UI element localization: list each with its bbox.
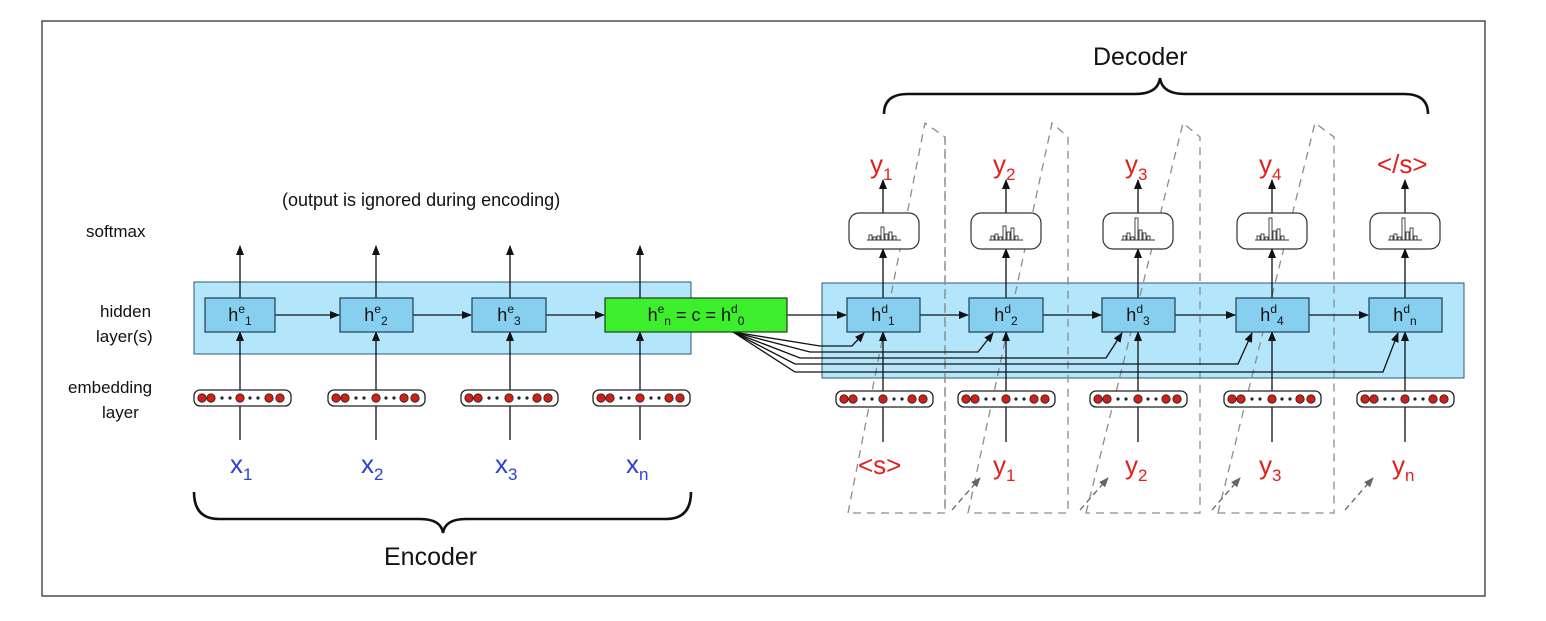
svg-text:he3: he3: [497, 302, 521, 328]
encoder-title: Encoder: [384, 543, 477, 571]
softmax-box: [1369, 212, 1441, 250]
teacher-forcing-guide: [1217, 121, 1335, 514]
embedding-dots-icon: [1223, 390, 1322, 408]
encoder-hidden-cell: he2: [339, 297, 414, 333]
svg-text:he2: he2: [364, 302, 388, 328]
svg-text:hd1: hd1: [871, 302, 895, 328]
curly-brace-icon: [192, 491, 693, 534]
softmax-box: [1236, 212, 1308, 250]
teacher-forcing-guide: [967, 121, 1069, 514]
diagram-frame: [41, 20, 1486, 597]
encoder-input-token: x3: [495, 449, 517, 484]
softmax-histogram-icon: [1121, 217, 1155, 241]
decoder-input-token: <s>: [858, 450, 901, 480]
decoder-title: Decoder: [1093, 43, 1188, 71]
embedding-dots-icon: [327, 389, 426, 407]
softmax-box: [1102, 212, 1174, 250]
svg-text:he1: he1: [228, 302, 252, 328]
embedding-dots-icon: [592, 389, 691, 407]
encoder-hidden-cell: he3: [471, 297, 547, 333]
embedding-dots-icon: [460, 389, 559, 407]
feed-arrows: [951, 477, 1374, 511]
svg-text:hdn: hdn: [1393, 302, 1416, 328]
embedding-dots-icon: [1089, 390, 1188, 408]
softmax-histogram-icon: [989, 225, 1023, 241]
embedding-dots-icon: [193, 389, 292, 407]
softmax-box: [970, 212, 1042, 250]
svg-text:hd4: hd4: [1260, 302, 1284, 328]
embedding-dots-icon: [835, 390, 934, 408]
softmax-label: softmax: [86, 222, 146, 241]
arrow-icon: [732, 331, 865, 347]
decoder-input-token: y1: [993, 450, 1015, 485]
embedding-dots-icon: [957, 390, 1056, 408]
arrow-icon: [1211, 477, 1241, 511]
embedding-label-line1: embedding: [68, 378, 152, 397]
softmax-histogram-icon: [1388, 217, 1422, 241]
decoder-output-token: </s>: [1377, 149, 1428, 179]
decoder-arrows: [879, 179, 1409, 442]
teacher-forcing-guide: [1085, 121, 1201, 514]
embedding-dots-icon: [1356, 390, 1455, 408]
arrow-icon: [951, 477, 981, 511]
encoder-hidden-cell: he1: [204, 297, 276, 333]
hidden-label-line1: hidden: [100, 302, 151, 321]
curly-brace-icon: [882, 77, 1430, 115]
arrow-icon: [732, 331, 1399, 373]
context-vector-cell: hen = c = hd0: [604, 297, 788, 333]
arrow-icon: [732, 331, 1253, 365]
encoder-input-token: x2: [361, 449, 383, 484]
arrow-icon: [1079, 477, 1109, 511]
decoder-hidden-cell: hd1: [846, 297, 921, 333]
softmax-histogram-icon: [1255, 217, 1289, 241]
hidden-label-line2: layer(s): [96, 327, 153, 346]
encoder-arrows: [236, 245, 644, 440]
softmax-histogram-icon: [867, 226, 901, 241]
decoder-input-token: y3: [1259, 450, 1281, 485]
decoder-hidden-cell: hdn: [1368, 297, 1443, 333]
svg-text:hd3: hd3: [1126, 302, 1150, 328]
arrow-icon: [1344, 477, 1374, 511]
decoder-output-token: y1: [870, 149, 892, 184]
teacher-forcing-guides: [847, 121, 1335, 514]
decoder-input-token: yn: [1392, 450, 1414, 485]
encoder-input-token: xn: [626, 449, 648, 484]
decoder-hidden-cell: hd2: [968, 297, 1044, 333]
context-arrows: [732, 311, 1399, 373]
decoder-output-token: y2: [993, 149, 1015, 184]
svg-text:hd2: hd2: [994, 302, 1018, 328]
decoder-input-token: y2: [1125, 450, 1147, 485]
embedding-label-line2: layer: [102, 403, 139, 422]
arrow-icon: [732, 331, 994, 353]
decoder-hidden-cell: hd4: [1235, 297, 1310, 333]
svg-text:hen = c = hd0: hen = c = hd0: [648, 302, 745, 328]
softmax-box: [848, 212, 920, 250]
decoder-output-token: y4: [1259, 149, 1281, 184]
arrow-icon: [732, 331, 1123, 359]
encoding-output-note: (output is ignored during encoding): [282, 190, 560, 210]
decoder-hidden-cell: hd3: [1101, 297, 1176, 333]
encoder-input-token: x1: [230, 449, 252, 484]
decoder-output-token: y3: [1125, 149, 1147, 184]
